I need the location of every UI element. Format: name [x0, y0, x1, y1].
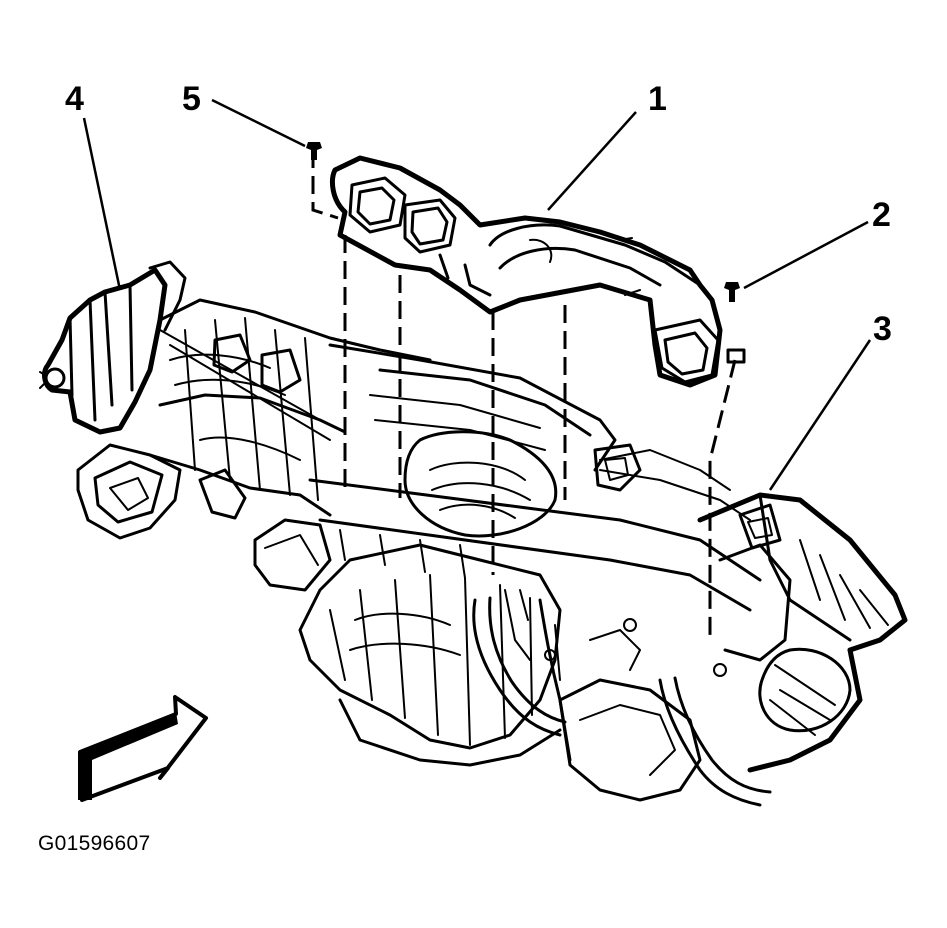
part-3-end-housing: [697, 492, 908, 773]
callout-3: 3: [873, 310, 892, 348]
callout-4: 4: [65, 80, 84, 118]
alignment-lines: [311, 150, 737, 640]
leader-line-5: [211, 98, 306, 148]
leader-line-4: [82, 117, 122, 291]
lower-case: [298, 543, 702, 802]
callout-5: 5: [182, 80, 201, 118]
main-housing-body: [148, 298, 432, 592]
part-1-duct: [330, 155, 723, 388]
arrow-right-icon: [78, 695, 208, 802]
leader-line-1: [547, 111, 637, 211]
center-housing: [308, 343, 762, 612]
part-4-side-housing: [39, 260, 187, 540]
part-2-screw: [724, 282, 746, 364]
leader-line-3: [768, 339, 872, 491]
part-5-screw: [306, 142, 322, 160]
callout-2: 2: [872, 196, 891, 234]
callout-1: 1: [648, 80, 667, 118]
leader-line-2: [743, 220, 869, 290]
tubes-and-harness: [472, 449, 772, 807]
figure-id: G01596607: [38, 832, 151, 855]
